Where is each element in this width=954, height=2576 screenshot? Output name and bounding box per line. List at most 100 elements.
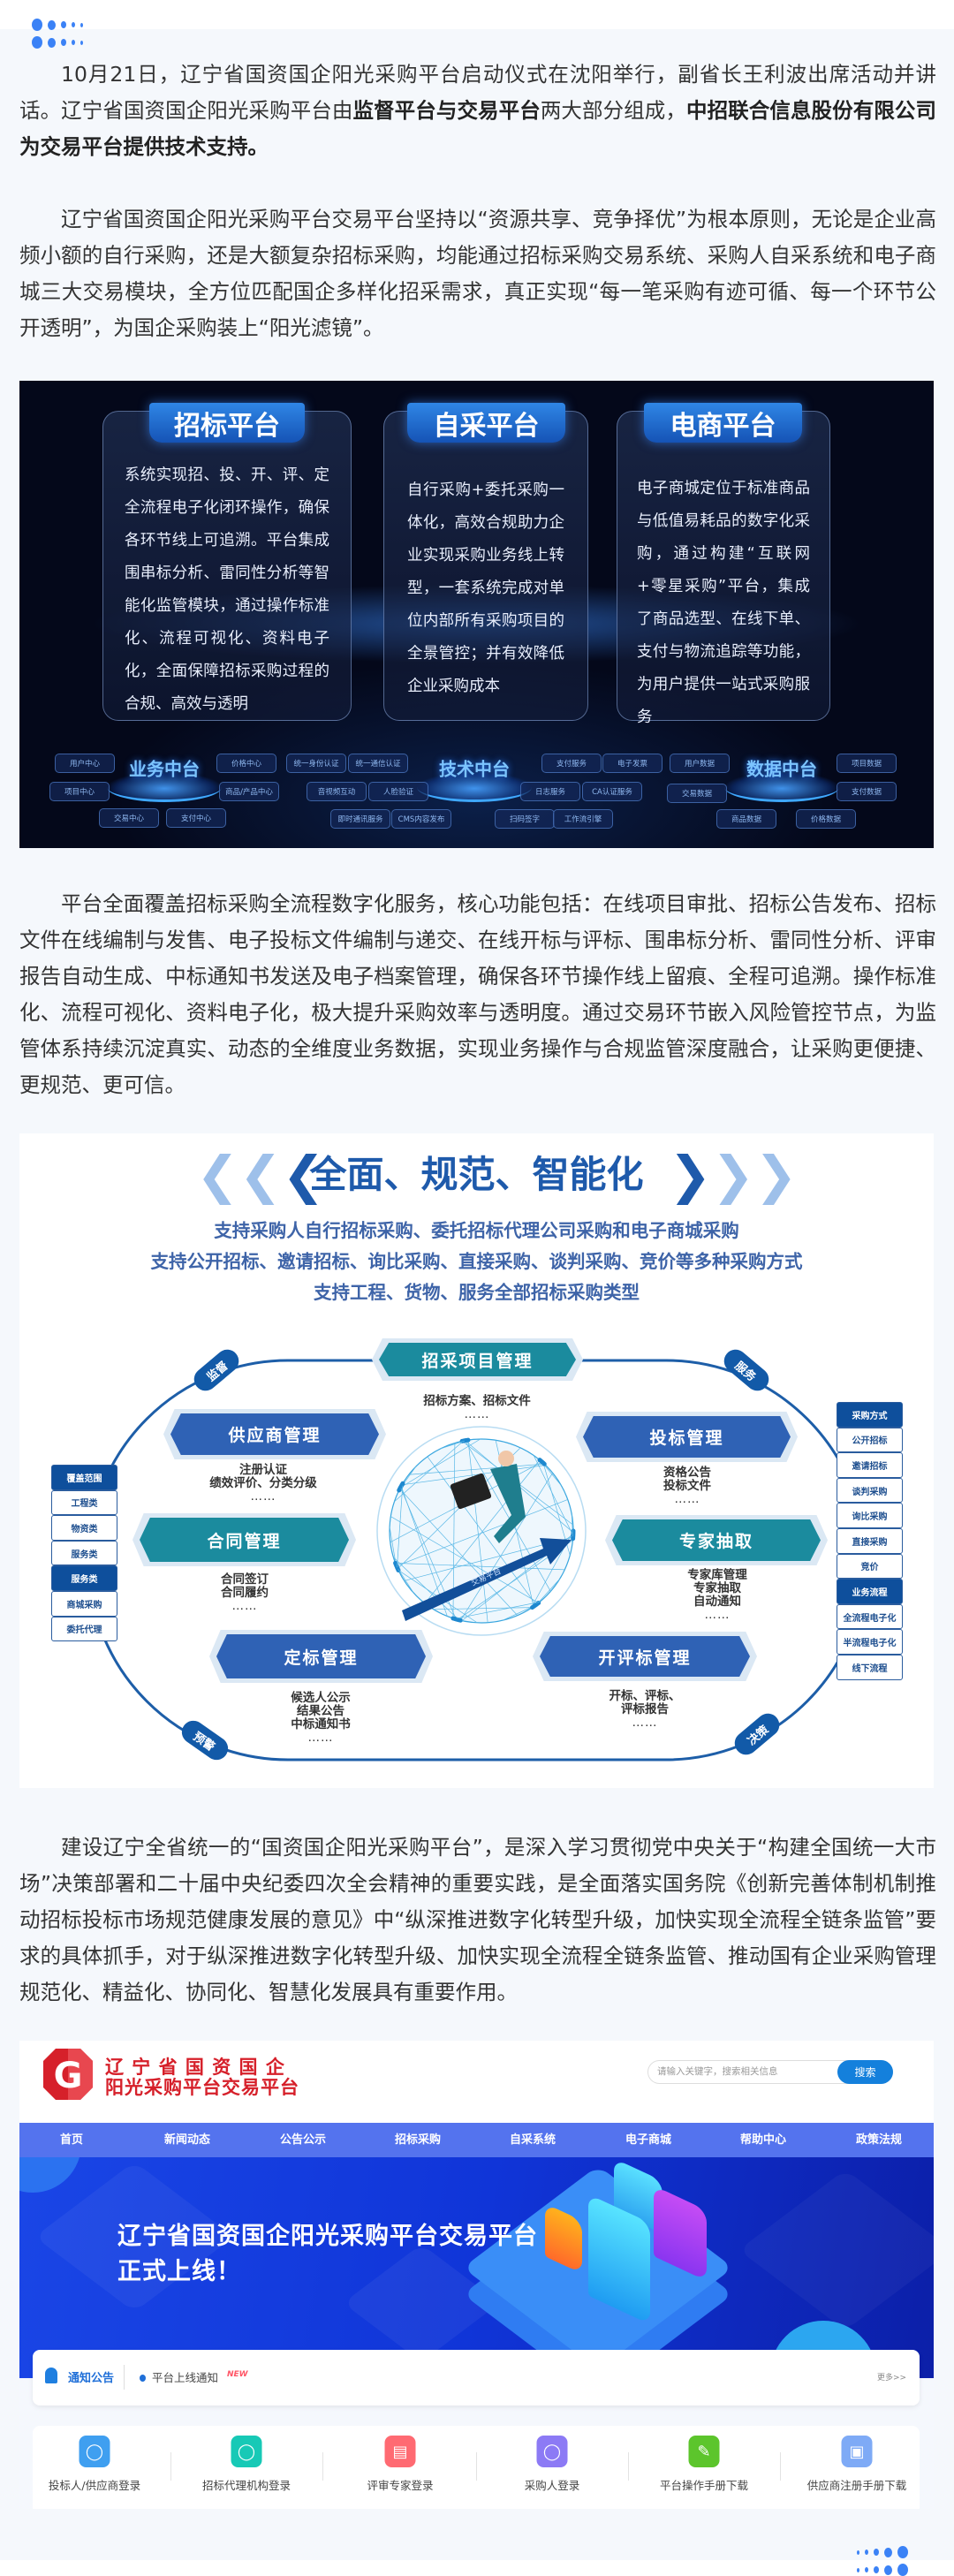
card-title: 电商平台: [644, 403, 802, 443]
module-item: 自动通知: [693, 1595, 741, 1609]
card-title: 招标平台: [149, 403, 305, 443]
users-icon[interactable]: ◯: [536, 2436, 568, 2467]
article-paragraph-2: 辽宁省国资国企阳光采购平台交易平台坚持以“资源共享、竞争择优”为根本原则，无论是…: [19, 201, 936, 346]
entry-label[interactable]: 采购人登录: [524, 2479, 580, 2492]
entry-label[interactable]: 平台操作手册下载: [659, 2479, 749, 2492]
module-items: 候选人公示结果公告中标通知书……: [291, 1692, 351, 1745]
nav-item[interactable]: 首页: [59, 2133, 84, 2147]
text-segment: 平台全面覆盖招标采购全流程数字化服务，核心功能包括：在线项目审批、招标公告发布、…: [19, 891, 936, 1097]
dot-icon: [72, 22, 75, 27]
module-3: 合同管理: [132, 1513, 356, 1566]
dot-icon: [61, 39, 66, 46]
nav-item[interactable]: 电子商城: [625, 2133, 672, 2147]
article-paragraph-4: 建设辽宁全省统一的“国资国企阳光采购平台”，是深入学习贯彻党中央关于“构建全国统…: [19, 1830, 936, 2011]
bullet-dot-icon: [140, 2375, 146, 2382]
column-cell: 直接采购: [837, 1527, 903, 1554]
nav-item[interactable]: 自采系统: [509, 2133, 556, 2147]
module-item: 开标、评标、: [609, 1689, 681, 1703]
hub-node: 人脸验证: [368, 782, 428, 801]
column-header: 覆盖范围: [51, 1465, 117, 1490]
module-item: 资格公告: [663, 1466, 711, 1480]
entry-label[interactable]: 供应商注册手册下载: [806, 2479, 907, 2492]
dot-icon: [857, 2567, 859, 2572]
dot-icon: [884, 2565, 892, 2575]
dot-icon: [32, 19, 42, 31]
ellipsis: ……: [464, 1407, 490, 1421]
logo-title-line1: 辽 宁 省 国 资 国 企: [105, 2057, 285, 2078]
decorative-dots-bottom: [857, 2546, 908, 2576]
dot-icon: [80, 22, 83, 27]
hub-node: CMS内容发布: [391, 809, 451, 829]
module-7: 开评标管理: [533, 1632, 757, 1681]
module-items: 开标、评标、评标报告……: [610, 1690, 681, 1730]
decorative-dots-top: [32, 19, 83, 49]
nav-item[interactable]: 新闻动态: [163, 2133, 211, 2147]
dot-icon: [865, 2567, 868, 2572]
column-cell: 全流程电子化: [837, 1603, 903, 1630]
notice-item-link[interactable]: 平台上线通知: [152, 2371, 219, 2384]
logo-letter: G: [54, 2056, 83, 2096]
platform-architecture-image: 系统实现招、投、开、评、定全流程电子化闭环操作，确保各环节线上可追溯。平台集成围…: [19, 381, 934, 848]
logo-title-line2: 阳光采购平台交易平台: [105, 2077, 299, 2098]
hub-node: 支付中心: [166, 808, 226, 828]
banner-subtitle: 正式上线！: [117, 2258, 241, 2285]
left-column: 覆盖范围工程类物资类服务类服务类商城采购委托代理: [51, 1465, 117, 1642]
hub-node: CA认证服务: [582, 782, 642, 801]
hub-node: 项目数据: [837, 754, 897, 773]
hub-node: 支付数据: [837, 782, 897, 801]
module-5: 投标管理: [576, 1412, 798, 1462]
expert-icon[interactable]: ▤: [384, 2436, 416, 2467]
module-title: 专家抽取: [612, 1519, 821, 1561]
site-header: G 辽 宁 省 国 资 国 企 阳光采购平台交易平台 请输入关键字，搜索相关信息…: [19, 2041, 934, 2123]
entry-label[interactable]: 投标人/供应商登录: [48, 2479, 141, 2492]
features-diagram-image: ❮❮❮ ❯❯❯ 全面、规范、智能化 支持采购人自行招标采购、委托招标代理公司采购…: [19, 1133, 934, 1788]
hub-node: 项目中心: [49, 782, 110, 801]
card-tender-platform: 系统实现招、投、开、评、定全流程电子化闭环操作，确保各环节线上可追溯。平台集成围…: [102, 411, 352, 721]
dot-icon: [80, 40, 83, 45]
globe-illustration: 交易平台: [376, 1426, 587, 1636]
module-title: 合同管理: [140, 1518, 349, 1562]
module-items: 注册认证绩效评价、分类分级……: [209, 1464, 317, 1504]
card-ecommerce-platform: 电子商城定位于标准商品与低值易耗品的数字化采购，通过构建“互联网+零星采购”平台…: [617, 411, 830, 726]
dot-row: [857, 2564, 908, 2576]
book-icon[interactable]: ▣: [841, 2436, 873, 2467]
ellipsis: ……: [674, 1492, 700, 1506]
module-item: 合同签订: [221, 1572, 269, 1587]
module-item: 专家库管理: [687, 1568, 747, 1582]
hub-node: 商品数据: [716, 809, 776, 829]
column-cell: 半流程电子化: [837, 1629, 903, 1655]
nav-item[interactable]: 帮助中心: [739, 2133, 787, 2147]
dot-icon: [32, 36, 42, 49]
entry-label[interactable]: 招标代理机构登录: [201, 2479, 292, 2492]
site-logo[interactable]: G: [43, 2049, 93, 2100]
search-button[interactable]: 搜索: [837, 2060, 893, 2084]
nav-item[interactable]: 公告公示: [279, 2133, 327, 2147]
column-cell: 物资类: [51, 1515, 117, 1541]
manual-icon[interactable]: ✎: [688, 2436, 720, 2467]
new-badge: NEW: [227, 2370, 248, 2379]
hub-node: 音视频互动: [307, 782, 367, 801]
hub-glow: [107, 772, 222, 802]
bold-text: 中招联合信息股份有限公司为交易平台提供技术支持。: [19, 98, 937, 159]
entry-label[interactable]: 评审专家登录: [367, 2479, 434, 2492]
module-items: 招标方案、招标文件……: [423, 1395, 531, 1421]
hub-node: 用户中心: [55, 754, 115, 773]
ellipsis: ……: [632, 1716, 658, 1730]
column-header: 业务流程: [837, 1579, 903, 1604]
module-title: 投标管理: [583, 1416, 791, 1458]
dot-icon: [897, 2564, 908, 2576]
nav-item[interactable]: 政策法规: [855, 2133, 903, 2147]
quick-entry-panel: ◯ 投标人/供应商登录 ◯ 招标代理机构登录 ▤ 评审专家登录 ◯ 采购人登录 ✎ 平台操作手册下…: [33, 2426, 920, 2509]
hub-node: 日志服务: [520, 782, 580, 801]
right-column: 采购方式公开招标邀请招标谈判采购询比采购直接采购竞价业务流程全流程电子化半流程电…: [837, 1402, 903, 1680]
divider: [124, 2365, 125, 2390]
more-link[interactable]: 更多>>: [877, 2374, 907, 2383]
user-icon[interactable]: ◯: [79, 2436, 110, 2467]
hub-glow: [724, 772, 839, 802]
divider: [628, 2452, 629, 2481]
dot-row: [32, 36, 83, 49]
agent-icon[interactable]: ◯: [231, 2436, 262, 2467]
hub-label: 业务中台: [129, 758, 200, 780]
hub-node: 商品/产品中心: [219, 782, 279, 801]
nav-item[interactable]: 招标采购: [394, 2133, 442, 2147]
